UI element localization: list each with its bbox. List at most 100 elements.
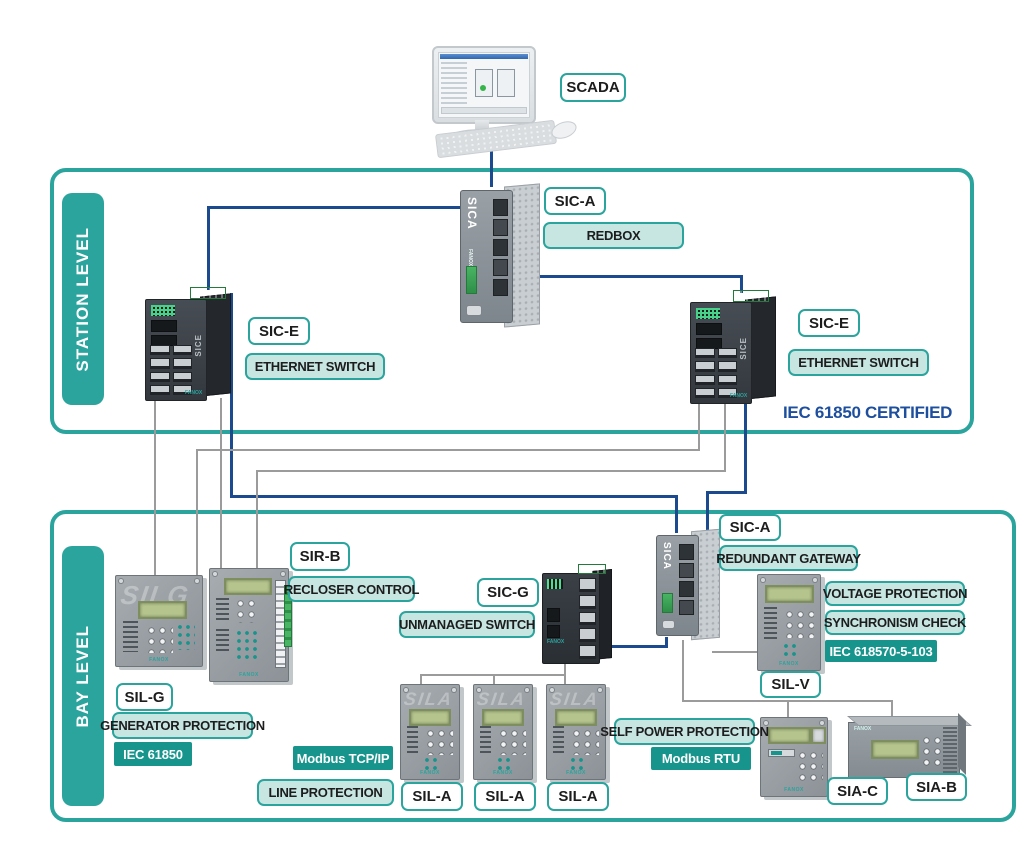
- terminal-block: [733, 290, 769, 302]
- sia-b-side-face: [958, 713, 966, 775]
- label-sil-g-text: SIL-G: [124, 688, 165, 706]
- label-iec-618570-5-103-text: IEC 618570-5-103: [829, 643, 933, 659]
- sil-a-device-1: SILA FANOX: [400, 684, 460, 780]
- lcd-display: [409, 709, 452, 726]
- scada-app-footer: [441, 107, 527, 114]
- lcd-display: [224, 577, 272, 596]
- label-ethernet-switch-right: ETHERNET SWITCH: [788, 349, 929, 376]
- keypad: [423, 726, 454, 755]
- led-column: [764, 607, 777, 640]
- power-terminal: [466, 266, 477, 294]
- lcd-display: [482, 709, 525, 726]
- fanox-logo: FANOX: [420, 770, 440, 776]
- label-sic-a-bay: SIC-A: [719, 514, 781, 541]
- scada-keyboard: [434, 119, 558, 159]
- label-sic-g: SIC-G: [477, 578, 539, 607]
- label-generator-protection-text: GENERATOR PROTECTION: [100, 718, 265, 733]
- sir-b-device: FANOX: [209, 568, 292, 682]
- sfp-slots: [696, 323, 722, 349]
- label-sir-b: SIR-B: [290, 542, 350, 571]
- fanox-logo: FANOX: [729, 393, 748, 399]
- label-sil-g: SIL-G: [116, 683, 173, 711]
- label-ethernet-switch-left: ETHERNET SWITCH: [245, 353, 385, 380]
- label-synchronism-check: SYNCHRONISM CHECK: [823, 610, 967, 635]
- sila-watermark: SILA: [476, 688, 528, 709]
- fanox-logo: FANOX: [149, 657, 169, 663]
- label-sic-e-right-text: SIC-E: [808, 314, 849, 332]
- side-display: [811, 727, 826, 744]
- port-grid: [695, 348, 737, 398]
- wire-gray-30: [891, 700, 893, 721]
- sia-c-device: FANOX: [760, 717, 828, 797]
- sia-b-top-face: [847, 716, 972, 726]
- label-sic-e-left-text: SIC-E: [258, 322, 299, 340]
- fanox-logo: FANOX: [784, 787, 804, 793]
- vent-grille: [943, 727, 957, 773]
- scada-app-status-dot: [480, 85, 486, 91]
- keypad: [233, 595, 259, 623]
- label-sil-a-3-text: SIL-A: [558, 788, 598, 805]
- teal-buttons: [781, 641, 801, 659]
- port-column: [493, 199, 509, 296]
- keypad: [143, 622, 173, 654]
- sfp-slots: [547, 608, 560, 638]
- label-scada-text: SCADA: [566, 79, 620, 96]
- station-level-tag-text: STATION LEVEL: [73, 226, 92, 372]
- label-sic-a-station: SIC-A: [544, 187, 606, 215]
- label-scada: SCADA: [560, 73, 626, 102]
- terminal-block: [578, 564, 606, 574]
- led-column: [552, 726, 565, 755]
- led-matrix: [547, 579, 563, 589]
- label-sir-b-text: SIR-B: [299, 548, 341, 565]
- wire-navy-6: [230, 495, 678, 498]
- label-sil-a-2-text: SIL-A: [485, 788, 525, 805]
- label-redundant-gateway-text: REDUNDANT GATEWAY: [716, 550, 861, 566]
- teal-buttons: [569, 756, 586, 770]
- label-sia-b: SIA-B: [906, 773, 967, 801]
- scada-app-datalist: [441, 62, 467, 107]
- scada-app-tank1: [475, 69, 493, 97]
- label-sic-g-text: SIC-G: [487, 584, 529, 601]
- fanox-logo: FANOX: [547, 639, 565, 645]
- label-line-protection: LINE PROTECTION: [257, 779, 394, 806]
- label-recloser-control: RECLOSER CONTROL: [284, 576, 419, 602]
- wire-navy-11: [612, 645, 668, 648]
- station-level-tag: STATION LEVEL: [62, 193, 104, 405]
- sica-brand-text: SICA: [661, 542, 672, 570]
- label-sia-c: SIA-C: [827, 777, 888, 805]
- wire-navy-1: [207, 206, 463, 209]
- label-sil-a-2: SIL-A: [474, 782, 536, 811]
- sfp-slots: [151, 320, 177, 346]
- sia-b-device: FANOX: [847, 713, 972, 778]
- led-column: [216, 629, 229, 655]
- sic-e-left-front: SICE FANOX: [145, 299, 208, 401]
- lcd-display: [871, 740, 919, 760]
- serial-port: [662, 620, 675, 629]
- sice-brand-text: SICE: [739, 337, 749, 360]
- wire-gray-16: [698, 403, 700, 451]
- monitor-stand: [475, 120, 489, 131]
- teal-buttons: [496, 756, 513, 770]
- label-sil-a-1-text: SIL-A: [412, 788, 452, 805]
- label-redbox: REDBOX: [543, 222, 684, 249]
- wire-gray-14: [196, 449, 198, 577]
- led-column: [122, 621, 139, 652]
- label-self-power-protection: SELF POWER PROTECTION: [600, 718, 769, 745]
- fanox-logo: FANOX: [854, 726, 872, 732]
- lcd-display: [555, 709, 598, 726]
- sil-g-device: SILG FANOX: [115, 575, 203, 667]
- label-sia-b-text: SIA-B: [916, 778, 957, 796]
- wire-navy-0: [490, 147, 493, 187]
- label-modbus-rtu: Modbus RTU: [651, 747, 751, 770]
- scada-monitor: [432, 46, 536, 124]
- label-synchronism-check-text: SYNCHRONISM CHECK: [823, 615, 967, 630]
- fanox-logo: FANOX: [779, 661, 799, 667]
- sic-a-gateway-device: SICA: [656, 528, 720, 643]
- terminal-block: [190, 287, 226, 299]
- label-sil-a-3: SIL-A: [547, 782, 609, 811]
- label-modbus-tcpip: Modbus TCP/IP: [293, 746, 393, 770]
- station-level-zone: [50, 168, 974, 434]
- label-modbus-tcpip-text: Modbus TCP/IP: [296, 750, 390, 766]
- label-iec-618570-5-103: IEC 618570-5-103: [825, 640, 937, 662]
